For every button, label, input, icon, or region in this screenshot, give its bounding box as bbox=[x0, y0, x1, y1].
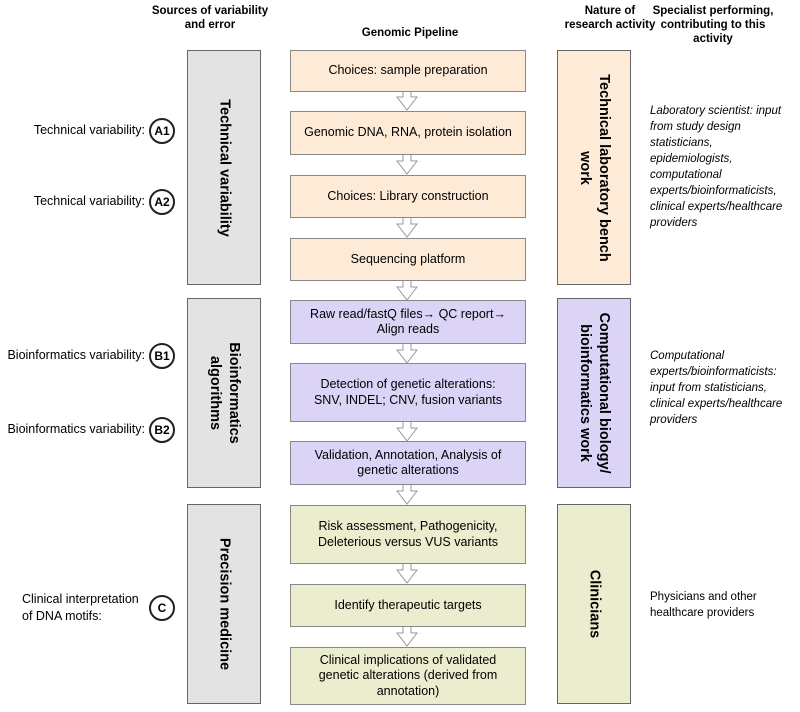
arrow-down-icon bbox=[395, 483, 419, 505]
step-clinical-implications: Clinical implications of validated genet… bbox=[290, 647, 526, 705]
step-risk-assessment: Risk assessment, Pathogenicity, Deleteri… bbox=[290, 505, 526, 564]
sources-bar-precision: Precision medicine bbox=[187, 504, 261, 704]
sources-bar-bioinformatics: Bioinformatics algorithms bbox=[187, 298, 261, 488]
arrow-down-icon bbox=[395, 562, 419, 584]
arrow-down-icon bbox=[395, 153, 419, 175]
badge-b2: B2 bbox=[149, 417, 175, 443]
header-specialist: Specialist performing, contributing to t… bbox=[652, 5, 774, 45]
header-pipeline: Genomic Pipeline bbox=[361, 27, 459, 39]
nature-bar-computational-text: Computational biology/ bioinformatics wo… bbox=[577, 312, 612, 474]
step-therapeutic-targets: Identify therapeutic targets bbox=[290, 584, 526, 627]
step-detection: Detection of genetic alterations: SNV, I… bbox=[290, 363, 526, 422]
label-bioinformatics-variability-b1: Bioinformatics variability: bbox=[7, 348, 145, 362]
badge-a1: A1 bbox=[149, 118, 175, 144]
badge-b1: B1 bbox=[149, 343, 175, 369]
nature-bar-clinicians: Clinicians bbox=[557, 504, 631, 704]
arrow-down-icon bbox=[395, 420, 419, 442]
arrow-down-icon bbox=[395, 279, 419, 301]
step-isolation: Genomic DNA, RNA, protein isolation bbox=[290, 111, 526, 155]
arrow-down-icon bbox=[395, 625, 419, 647]
nature-bar-technical: Technical laboratory bench work bbox=[557, 50, 631, 285]
step-library-construction: Choices: Library construction bbox=[290, 175, 526, 218]
specialist-clinical: Physicians and other healthcare provider… bbox=[650, 591, 757, 619]
specialist-computational: Computational experts/bioinformaticists:… bbox=[650, 350, 783, 426]
step-sequencing-platform: Sequencing platform bbox=[290, 238, 526, 281]
header-sources: Sources of variability and error bbox=[151, 5, 269, 31]
nature-bar-computational: Computational biology/ bioinformatics wo… bbox=[557, 298, 631, 488]
arrow-down-icon bbox=[395, 216, 419, 238]
label-technical-variability-a1: Technical variability: bbox=[33, 123, 145, 137]
nature-bar-technical-text: Technical laboratory bench work bbox=[577, 73, 612, 262]
label-bioinformatics-variability-b2: Bioinformatics variability: bbox=[7, 422, 145, 436]
label-clinical-line1: Clinical interpretation bbox=[22, 592, 139, 606]
sources-bar-technical: Technical variability bbox=[187, 50, 261, 285]
badge-c: C bbox=[149, 595, 175, 621]
label-technical-variability-a2: Technical variability: bbox=[33, 194, 145, 208]
step-sample-preparation: Choices: sample preparation bbox=[290, 50, 526, 92]
arrow-down-icon bbox=[395, 342, 419, 364]
step-validation: Validation, Annotation, Analysis of gene… bbox=[290, 441, 526, 485]
badge-a2: A2 bbox=[149, 189, 175, 215]
specialist-technical: Laboratory scientist: input from study d… bbox=[650, 105, 783, 229]
label-clinical-line2: of DNA motifs: bbox=[22, 609, 102, 623]
header-nature: Nature of research activity bbox=[564, 5, 656, 31]
nature-bar-clinicians-text: Clinicians bbox=[586, 569, 603, 639]
step-raw-reads: Raw read/fastQ files→ QC report→ Align r… bbox=[290, 300, 526, 344]
label-clinical-interpretation: Clinical interpretation of DNA motifs: bbox=[22, 591, 139, 625]
arrow-down-icon bbox=[395, 89, 419, 111]
